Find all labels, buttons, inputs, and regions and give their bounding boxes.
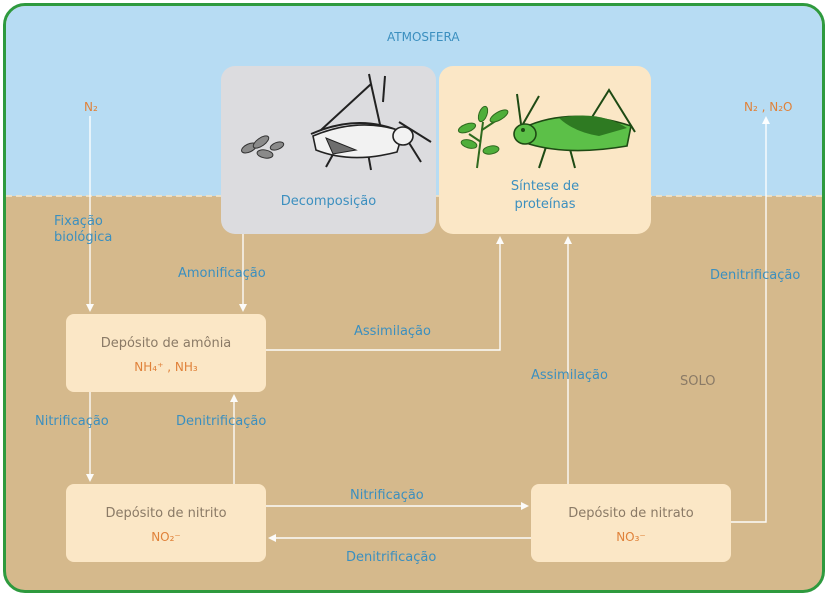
nitrogen-cycle-diagram: ATMOSFERA Decomposição: [3, 3, 825, 593]
n2-left-label: N₂: [84, 100, 98, 114]
ammonification-label: Amonificação: [178, 266, 266, 282]
fixation-line-1: Fixação: [54, 214, 112, 230]
denitrification-right-label: Denitrificação: [710, 268, 800, 284]
nitrification-bottom-label: Nitrificação: [350, 488, 424, 504]
denitrification-mid-label: Denitrificação: [176, 414, 266, 430]
fixation-line-2: biológica: [54, 230, 112, 246]
fixation-label: Fixação biológica: [54, 214, 112, 247]
n2-n2o-label: N₂ , N₂O: [744, 100, 792, 114]
solo-label: SOLO: [680, 374, 716, 390]
nitrification-left-label: Nitrificação: [35, 414, 109, 430]
assimilation-right-label: Assimilação: [531, 368, 608, 384]
assimilation-top-label: Assimilação: [354, 324, 431, 340]
denitrification-right-arrow: [731, 118, 766, 522]
denitrification-bottom-label: Denitrificação: [346, 550, 436, 566]
